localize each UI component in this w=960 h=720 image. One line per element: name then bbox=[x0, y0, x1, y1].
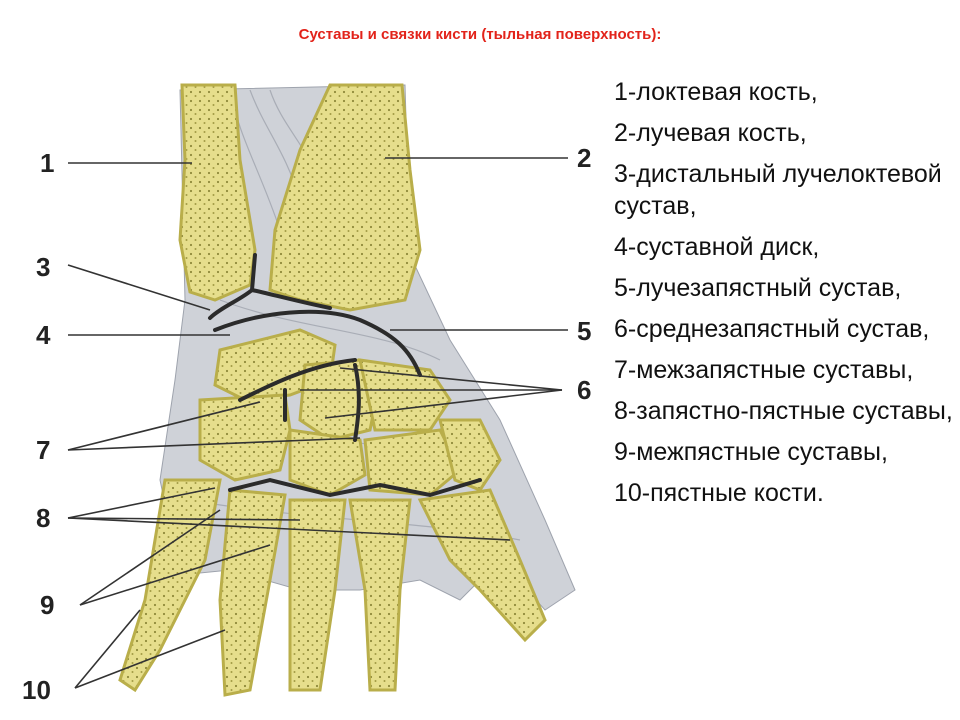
radius-bone bbox=[268, 83, 422, 312]
label-4: 4 bbox=[36, 320, 51, 350]
ulna-bone bbox=[178, 83, 257, 302]
legend-item: 9-межпястные суставы, bbox=[614, 438, 888, 466]
label-8: 8 bbox=[36, 503, 51, 533]
leader-lines bbox=[67, 157, 568, 689]
label-7: 7 bbox=[36, 435, 51, 465]
legend-item: 4-суставной диск, bbox=[614, 233, 820, 261]
label-5: 5 bbox=[577, 316, 592, 346]
legend-item: 3-дистальный лучелоктевой сустав, bbox=[614, 160, 942, 220]
carpal-bones bbox=[198, 328, 502, 497]
label-3: 3 bbox=[36, 252, 51, 282]
legend-item: 10-пястные кости. bbox=[614, 479, 824, 507]
label-10: 10 bbox=[22, 675, 51, 705]
legend-item: 7-межзапястные суставы, bbox=[614, 356, 914, 384]
legend-item: 8-запястно-пястные суставы, bbox=[614, 397, 953, 425]
joint-lines bbox=[208, 253, 482, 498]
hand-joints-illustration bbox=[67, 83, 576, 697]
legend-item: 6-среднезапястный сустав, bbox=[614, 315, 930, 343]
legend-item: 1-локтевая кость, bbox=[614, 78, 818, 106]
label-9: 9 bbox=[40, 590, 55, 620]
page-title: Суставы и связки кисти (тыльная поверхно… bbox=[298, 26, 662, 43]
label-1: 1 bbox=[40, 148, 55, 178]
legend-list: 1-локтевая кость, 2-лучевая кость, 3-дис… bbox=[614, 76, 954, 518]
legend-item: 2-лучевая кость, bbox=[614, 119, 807, 147]
legend-item: 5-лучезапястный сустав, bbox=[614, 274, 902, 302]
metacarpal-bones bbox=[118, 478, 547, 697]
label-6: 6 bbox=[577, 375, 592, 405]
label-2: 2 bbox=[577, 143, 592, 173]
